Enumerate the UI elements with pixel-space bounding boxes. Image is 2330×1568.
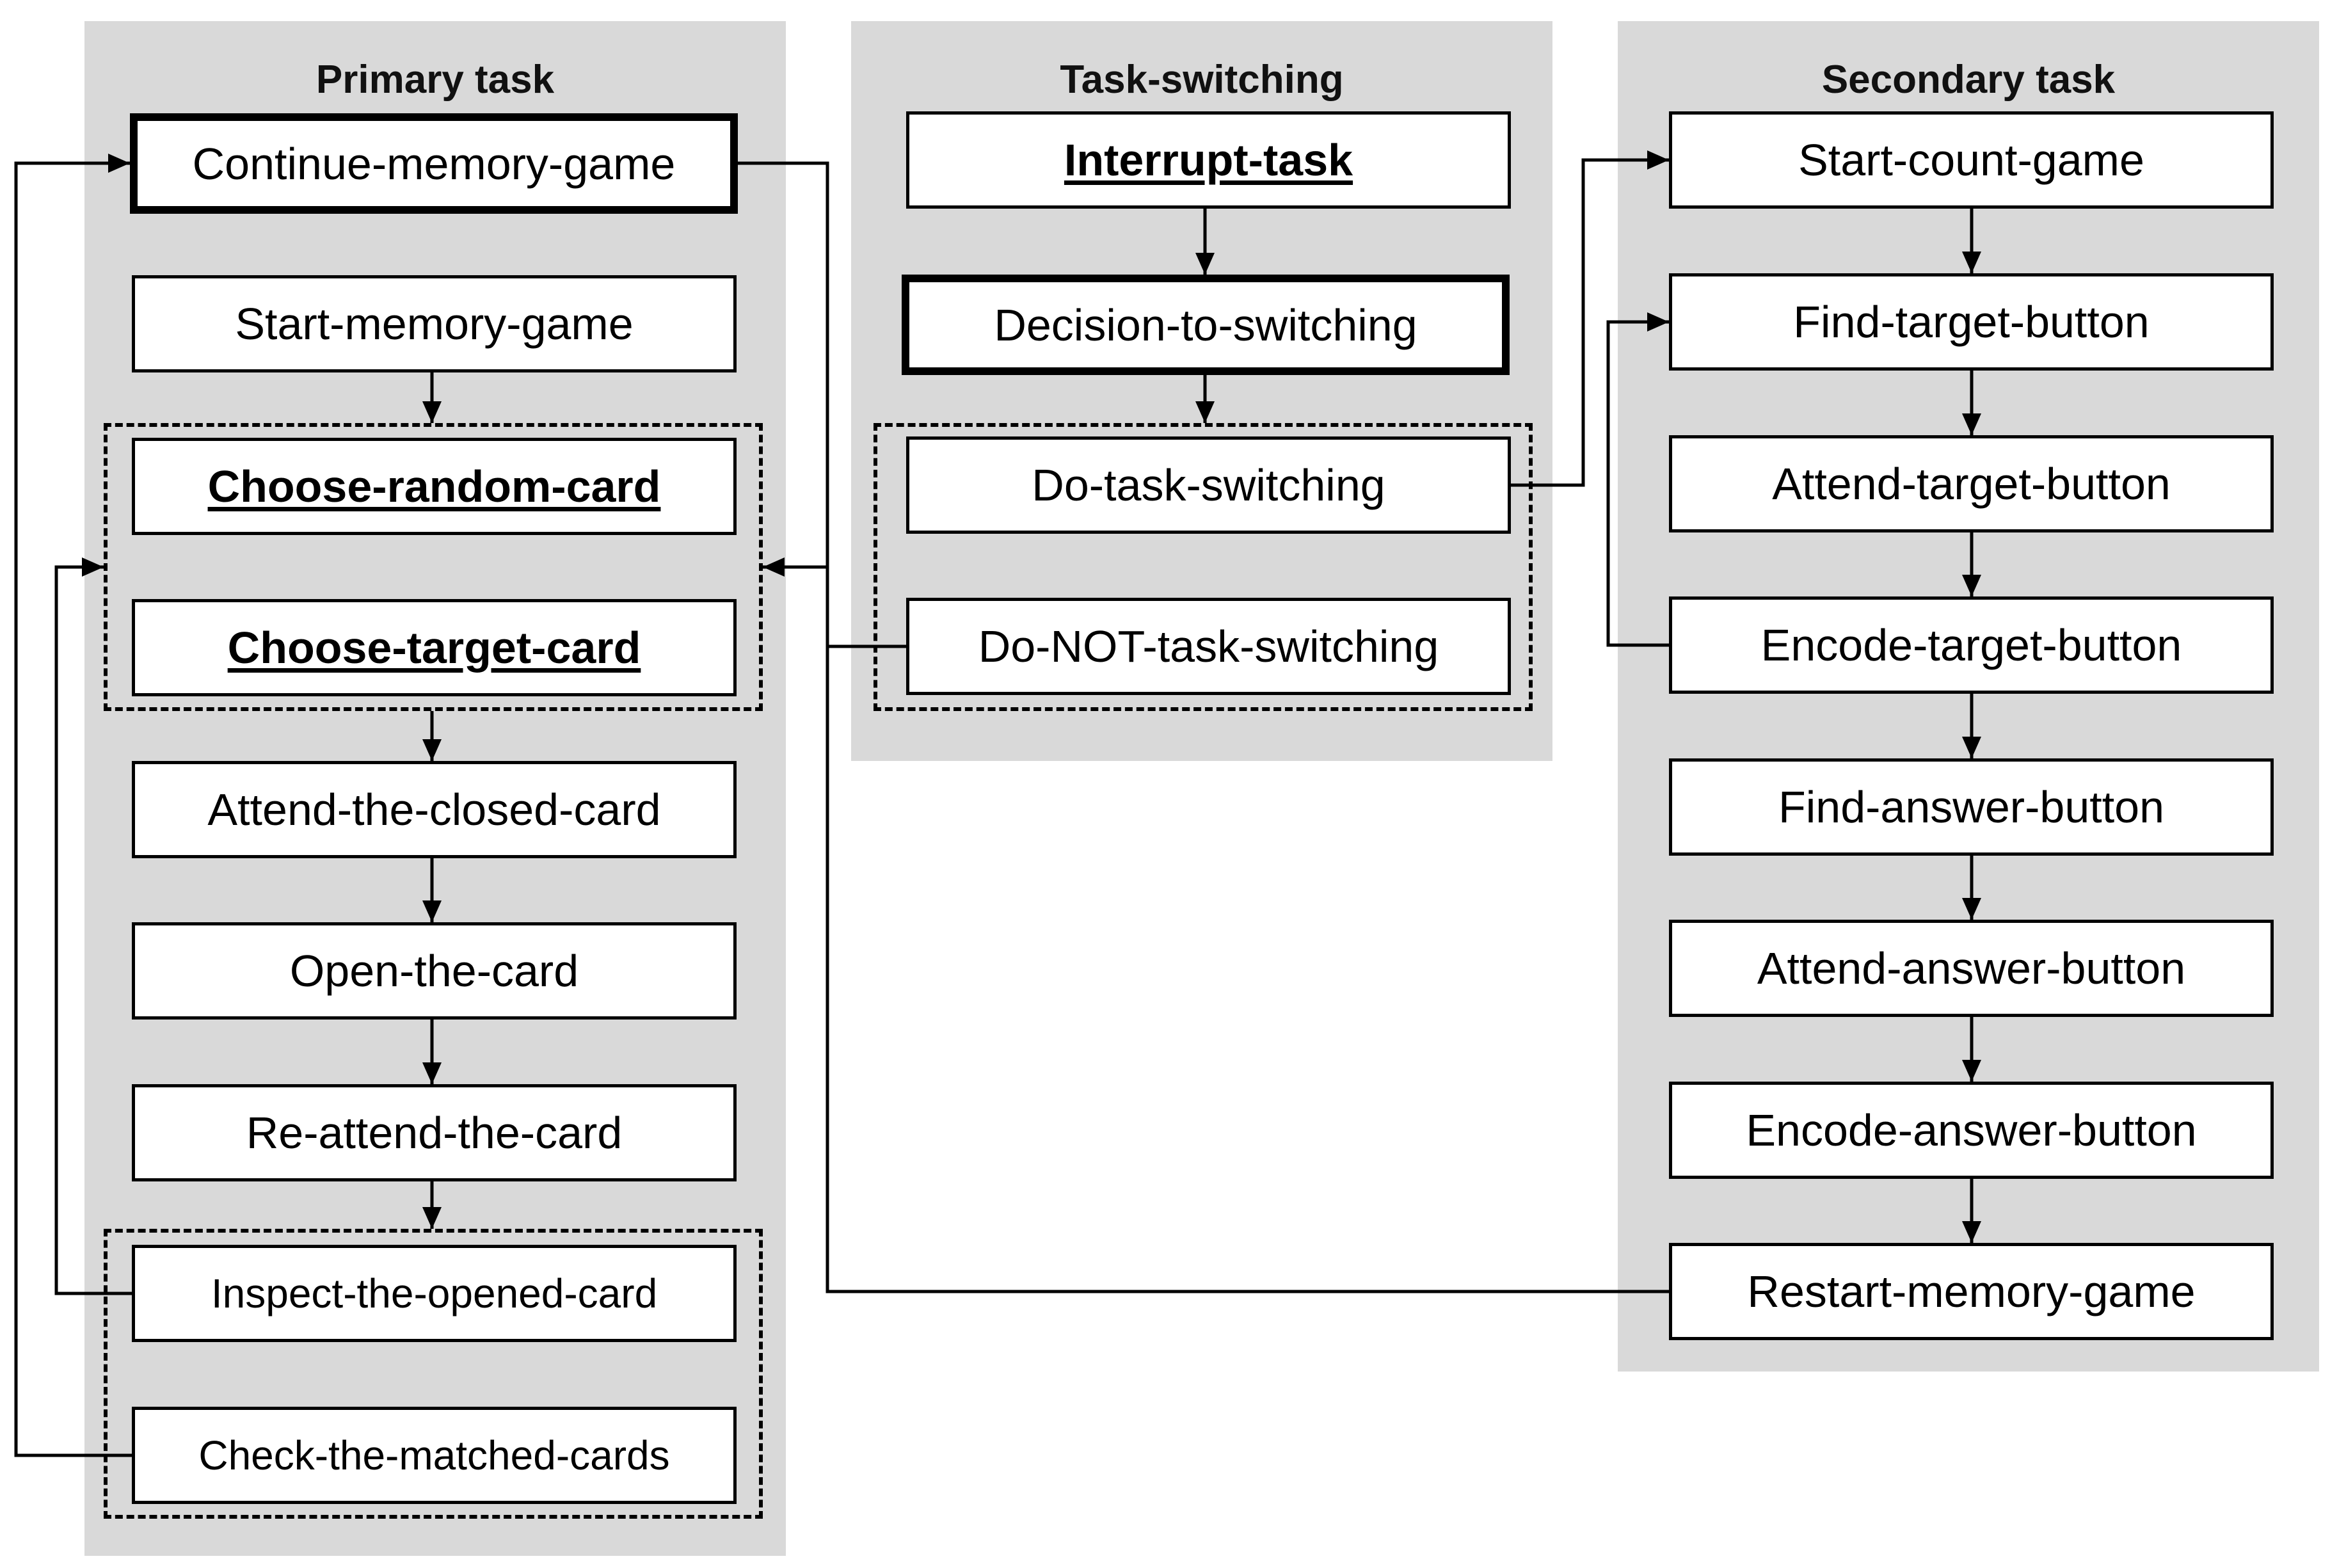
edge-restart-to-choose-group xyxy=(826,567,1669,1293)
edge-encode-target-to-find-target xyxy=(1606,320,1669,647)
encode-answer-button-node: Encode-answer-button xyxy=(1669,1082,2274,1179)
find-target-button-node: Find-target-button xyxy=(1669,273,2274,371)
reattend-card-node: Re-attend-the-card xyxy=(132,1084,737,1181)
task-switching-title: Task-switching xyxy=(1060,58,1344,102)
switching-decision-group xyxy=(874,423,1533,711)
start-count-game-node: Start-count-game xyxy=(1669,111,2274,209)
do-task-switching-node: Do-task-switching xyxy=(906,436,1511,534)
check-matched-cards-node: Check-the-matched-cards xyxy=(132,1407,737,1504)
choose-target-card-node: Choose-target-card xyxy=(132,599,737,696)
edge-encode-answer-to-restart-arrowhead xyxy=(1962,1221,1981,1243)
edge-find-target-to-attend-target-arrowhead xyxy=(1962,413,1981,435)
edge-continue-to-choose-group xyxy=(738,161,829,569)
edge-do-switch-to-start-count-arrowhead xyxy=(1647,150,1669,170)
choose-card-group xyxy=(104,423,763,711)
edge-inspect-to-choose-group-arrowhead xyxy=(82,557,104,577)
attend-closed-card-node: Attend-the-closed-card xyxy=(132,761,737,858)
edge-reattend-to-inspect-group-arrowhead xyxy=(422,1207,442,1229)
edge-start-count-to-find-target-arrowhead xyxy=(1962,252,1981,273)
do-not-task-switching-node: Do-NOT-task-switching xyxy=(906,598,1511,695)
continue-memory-game-node: Continue-memory-game xyxy=(130,113,738,214)
restart-memory-game-node: Restart-memory-game xyxy=(1669,1243,2274,1340)
secondary-task-title: Secondary task xyxy=(1821,58,2116,102)
encode-target-button-node: Encode-target-button xyxy=(1669,596,2274,694)
interrupt-task-node: Interrupt-task xyxy=(906,111,1511,209)
edge-attend-to-open-arrowhead xyxy=(422,900,442,922)
edge-interrupt-to-decision-arrowhead xyxy=(1195,253,1215,275)
edge-decision-to-switch-group-arrowhead xyxy=(1195,401,1215,423)
edge-open-to-reattend-arrowhead xyxy=(422,1062,442,1084)
edge-start-to-choose-group-arrowhead xyxy=(422,401,442,423)
edge-attend-target-to-encode-target-arrowhead xyxy=(1962,575,1981,596)
edge-attend-answer-to-encode-answer-arrowhead xyxy=(1962,1060,1981,1082)
find-answer-button-node: Find-answer-button xyxy=(1669,758,2274,856)
edge-encode-target-to-find-target-arrowhead xyxy=(1647,312,1669,332)
inspect-check-group xyxy=(104,1229,763,1519)
choose-random-card-node: Choose-random-card xyxy=(132,438,737,535)
primary-task-title: Primary task xyxy=(315,58,555,102)
edge-do-switch-to-start-count xyxy=(1511,158,1669,487)
attend-target-button-node: Attend-target-button xyxy=(1669,435,2274,532)
edge-choose-group-to-attend-arrowhead xyxy=(422,739,442,761)
edge-find-answer-to-attend-answer-arrowhead xyxy=(1962,898,1981,920)
start-memory-game-node: Start-memory-game xyxy=(132,275,737,372)
edge-check-to-continue-arrowhead xyxy=(108,154,130,173)
edge-inspect-to-choose-group xyxy=(54,565,132,1295)
edge-check-to-continue xyxy=(14,161,132,1457)
attend-answer-button-node: Attend-answer-button xyxy=(1669,920,2274,1017)
decision-to-switching-node: Decision-to-switching xyxy=(902,275,1510,375)
inspect-opened-card-node: Inspect-the-opened-card xyxy=(132,1245,737,1342)
open-card-node: Open-the-card xyxy=(132,922,737,1020)
edge-continue-to-choose-group-arrowhead xyxy=(763,557,785,577)
edge-encode-target-to-find-answer-arrowhead xyxy=(1962,737,1981,758)
